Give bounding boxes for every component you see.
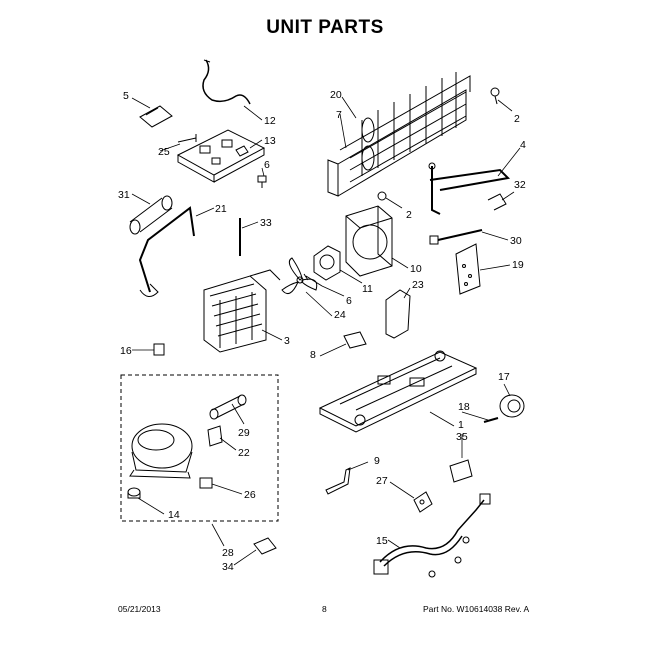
- part-25-screw: [177, 134, 197, 143]
- part-7-condenser: [327, 72, 471, 197]
- callout-10: 10: [410, 263, 422, 275]
- callout-29: 29: [238, 427, 250, 439]
- callout-25: 25: [158, 146, 170, 158]
- part-17-wheel: [499, 394, 525, 418]
- part-23-foam: [385, 289, 411, 339]
- callout-20: 20: [330, 89, 342, 101]
- compressor: [129, 423, 193, 479]
- callout-14: 14: [168, 509, 180, 521]
- part-15-harness: [373, 493, 491, 578]
- part-34-clip: [253, 537, 277, 555]
- part-2-screw-bottom: [377, 191, 387, 201]
- part-32-clip: [487, 193, 507, 211]
- footer-page-number: 8: [322, 604, 327, 614]
- part-8-sponge: [343, 331, 367, 349]
- callout-6b: 6: [346, 295, 352, 307]
- callout-26: 26: [244, 489, 256, 501]
- callout-2b: 2: [406, 209, 412, 221]
- footer-part-number: Part No. W10614038 Rev. A: [423, 604, 530, 614]
- part-21-drain-tube: [138, 206, 195, 297]
- callout-30: 30: [510, 235, 522, 247]
- callout-18: 18: [458, 401, 470, 413]
- callout-16: 16: [120, 345, 132, 357]
- callout-11: 11: [362, 283, 373, 295]
- callout-23: 23: [412, 279, 424, 291]
- compressor-assembly-box: [120, 374, 279, 522]
- part-12-wire: [202, 59, 251, 105]
- part-11-fan-motor: [313, 245, 341, 281]
- callout-27: 27: [376, 475, 388, 487]
- callout-22: 22: [238, 447, 250, 459]
- callout-34: 34: [222, 561, 234, 573]
- callout-17: 17: [498, 371, 510, 383]
- leader-lines: [131, 96, 521, 566]
- callout-2: 2: [514, 113, 520, 125]
- part-26-overload: [199, 477, 213, 489]
- callout-15: 15: [376, 535, 388, 547]
- part-1-base-plate: [318, 350, 478, 433]
- part-4-heater: [428, 162, 511, 215]
- callout-5: 5: [123, 90, 129, 102]
- callout-28: 28: [222, 547, 234, 559]
- callout-labels: 5 12 13 25 6 31 21 33 20 7 2 4 32 2 30 1…: [118, 89, 526, 573]
- footer-date: 05/21/2013: [118, 604, 161, 614]
- part-22-bracket: [207, 425, 223, 447]
- part-5-clip: [139, 105, 173, 128]
- callout-7: 7: [336, 109, 342, 121]
- callout-12: 12: [264, 115, 276, 127]
- part-35-label: [449, 459, 473, 483]
- part-16-relay: [153, 343, 165, 356]
- callout-31: 31: [118, 189, 130, 201]
- callout-1: 1: [458, 419, 464, 431]
- part-31-tube: [129, 195, 173, 235]
- part-3-coil: [203, 269, 281, 353]
- callout-33: 33: [260, 217, 272, 229]
- part-18-axle: [483, 417, 499, 423]
- callout-6: 6: [264, 159, 270, 171]
- part-13-control-box: [176, 129, 266, 183]
- callout-19: 19: [512, 259, 524, 271]
- part-19-panel: [455, 243, 481, 295]
- part-29-capacitor: [209, 394, 247, 420]
- callout-8: 8: [310, 349, 316, 361]
- page-title: UNIT PARTS: [266, 17, 384, 38]
- part-24-fan-blade: [281, 257, 318, 295]
- callout-13: 13: [264, 135, 276, 147]
- part-9-bracket: [325, 467, 351, 495]
- part-2-screw-top: [490, 87, 500, 105]
- callout-35: 35: [456, 431, 468, 443]
- callout-21: 21: [215, 203, 227, 215]
- callout-4: 4: [520, 139, 526, 151]
- callout-9: 9: [374, 455, 380, 467]
- part-27-clip: [413, 491, 433, 513]
- part-30-screw-rod: [429, 229, 483, 245]
- callout-32: 32: [514, 179, 526, 191]
- callout-24: 24: [334, 309, 346, 321]
- part-14-grommet: [127, 487, 141, 499]
- callout-3: 3: [284, 335, 290, 347]
- part-6-screw: [257, 175, 267, 188]
- part-10-fan-shroud: [345, 205, 393, 277]
